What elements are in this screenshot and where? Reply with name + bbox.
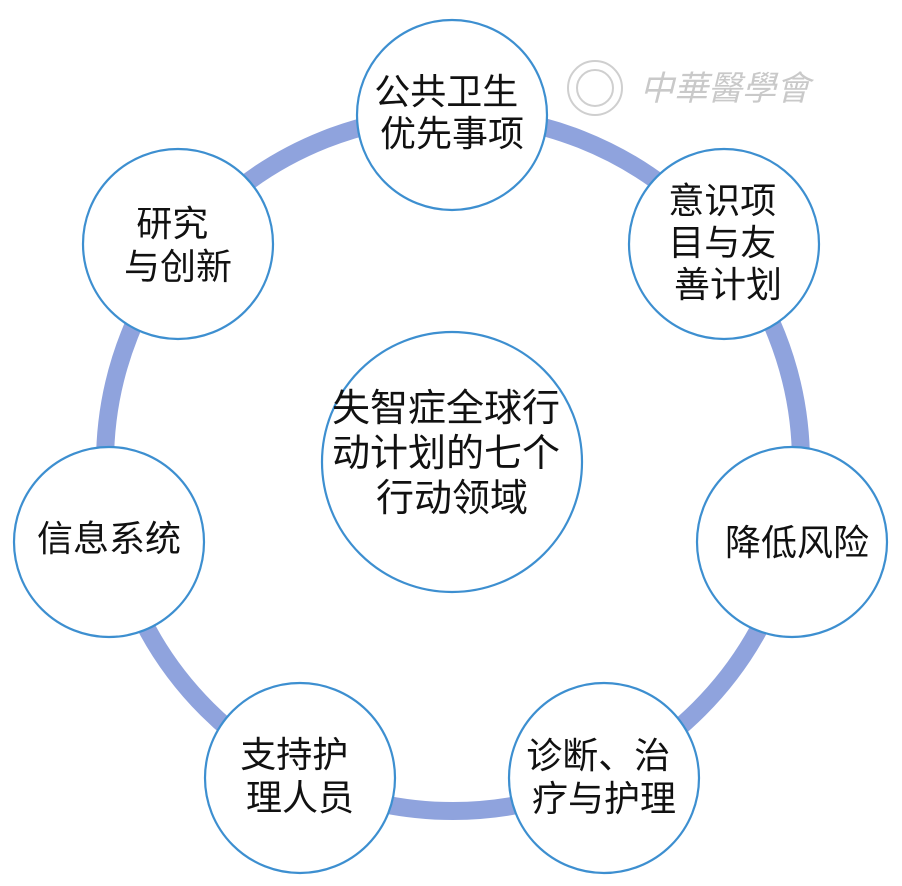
node-line: 公共卫生 — [374, 72, 518, 113]
node-circle — [12, 445, 206, 639]
node-circle — [695, 445, 889, 639]
node-circle — [81, 147, 275, 341]
node-line: 善计划 — [674, 265, 782, 306]
node-line: 降低风险 — [725, 523, 869, 564]
node-label: 意识项 目与友 善计划 — [668, 181, 787, 306]
node-info-systems: 信息系统 — [12, 445, 206, 639]
node-line: 信息系统 — [37, 519, 181, 560]
node-diagnosis-care: 诊断、治 疗与护理 — [507, 681, 701, 875]
node-line: 意识项 — [668, 181, 776, 222]
node-label: 研究 与创新 — [124, 204, 232, 288]
node-line: 疗与护理 — [532, 779, 676, 820]
node-circle — [203, 681, 397, 875]
watermark-seal-icon — [567, 60, 623, 116]
node-circle — [627, 147, 821, 341]
node-line: 支持护 — [240, 735, 348, 776]
node-label: 公共卫生 优先事项 — [374, 72, 529, 155]
center-label: 失智症全球行 动计划的七个 行动领域 — [332, 386, 572, 520]
node-label: 信息系统 — [37, 519, 181, 560]
node-line: 研究 — [136, 204, 208, 245]
node-circle — [355, 18, 549, 212]
node-line: 理人员 — [246, 778, 354, 819]
node-awareness: 意识项 目与友 善计划 — [627, 147, 821, 341]
node-risk-reduction: 降低风险 — [695, 445, 889, 639]
node-public-health: 公共卫生 优先事项 — [355, 18, 549, 212]
center-line: 失智症全球行 — [332, 386, 560, 430]
watermark-text: 中華醫學會 — [640, 69, 815, 109]
center-line: 行动领域 — [376, 476, 528, 520]
node-circle — [507, 681, 701, 875]
node-line: 诊断、治 — [526, 736, 670, 777]
watermark: 中華醫學會 — [567, 60, 815, 116]
center-line: 动计划的七个 — [332, 431, 560, 475]
center-circle — [320, 330, 584, 594]
watermark-seal-inner-icon — [576, 69, 614, 107]
node-line: 与创新 — [124, 247, 232, 288]
node-label: 降低风险 — [725, 523, 869, 564]
node-carer-support: 支持护 理人员 — [203, 681, 397, 875]
node-line: 目与友 — [668, 223, 776, 264]
node-label: 诊断、治 疗与护理 — [526, 736, 681, 820]
center-node: 失智症全球行 动计划的七个 行动领域 — [320, 330, 584, 594]
node-line: 优先事项 — [380, 114, 524, 155]
node-research: 研究 与创新 — [81, 147, 275, 341]
node-label: 支持护 理人员 — [240, 735, 359, 819]
